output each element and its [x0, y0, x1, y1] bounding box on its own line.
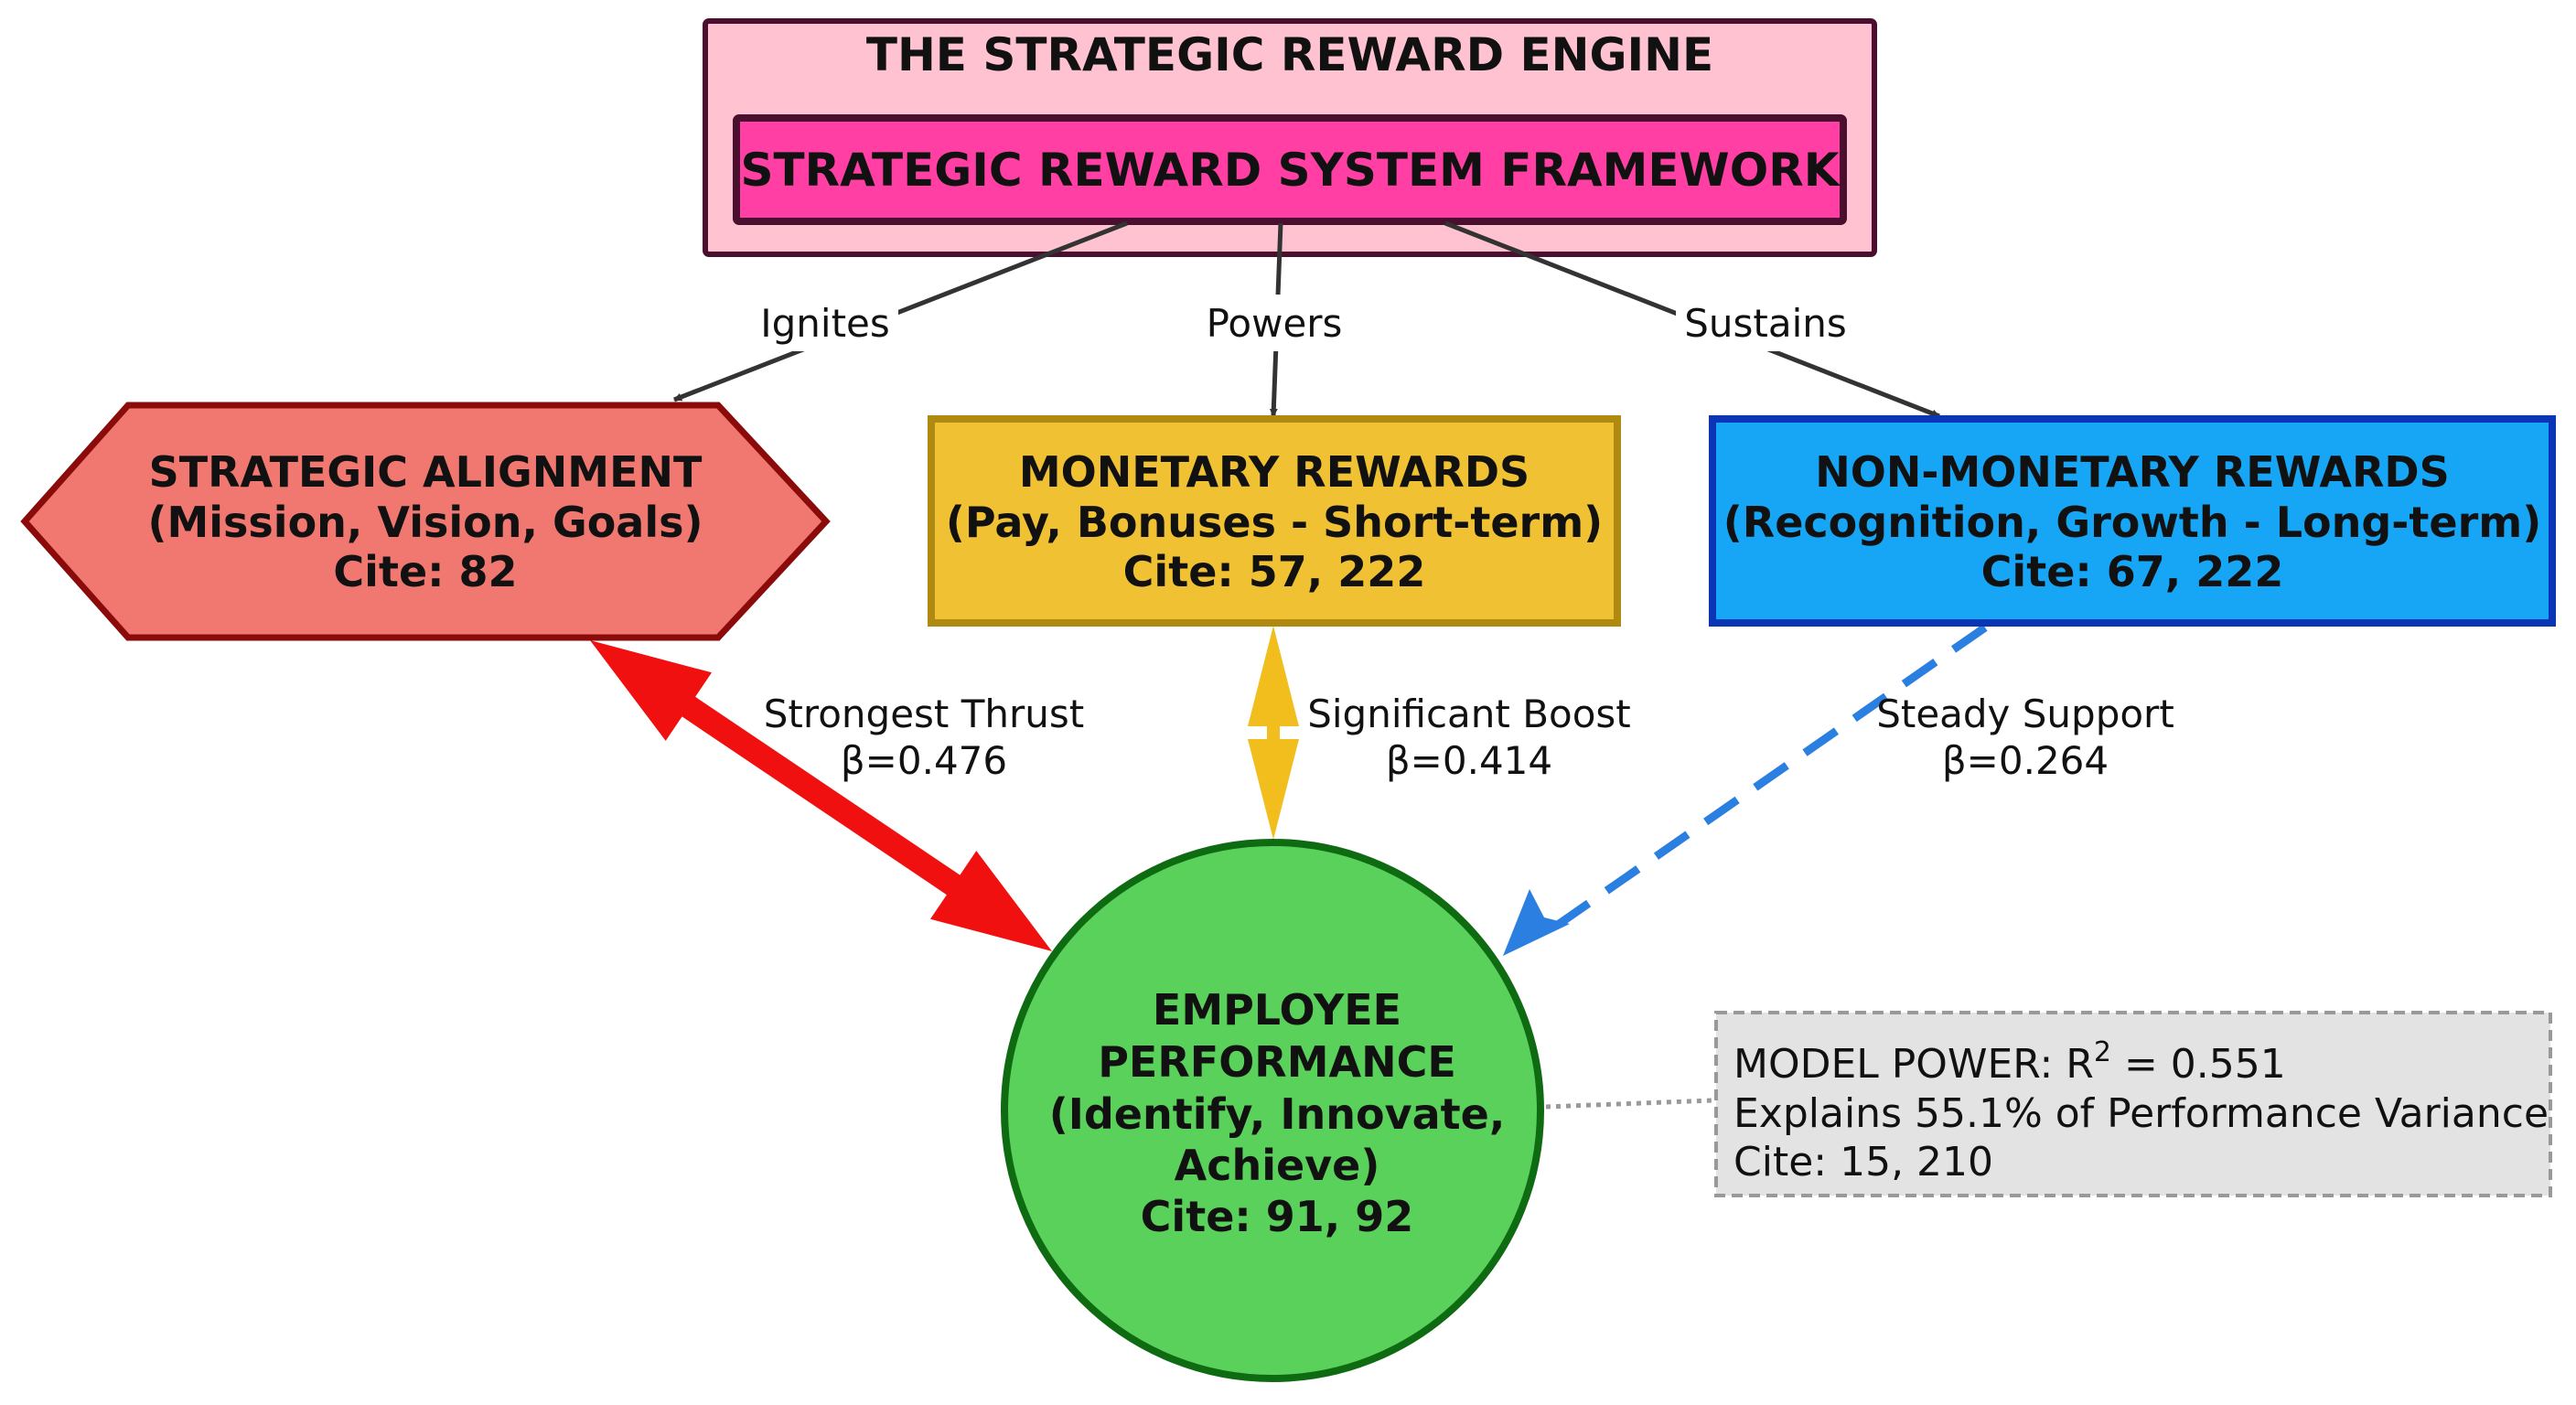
model-power-note: MODEL POWER: R2 = 0.551 Explains 55.1% o… [1714, 1011, 2552, 1197]
effect-arrow-monetary [1248, 626, 1299, 840]
monetary-rewards-cite: Cite: 57, 222 [1123, 547, 1426, 596]
strategic-alignment-cite: Cite: 82 [333, 547, 517, 596]
employee-performance-line3: (Identify, Innovate, [1049, 1089, 1506, 1139]
monetary-rewards-box [928, 415, 1621, 627]
edge-label-ignites: Ignites [760, 301, 890, 346]
top-edges: Ignites Powers Sustains [673, 220, 1940, 419]
non-monetary-rewards-title: NON-MONETARY REWARDS [1815, 447, 2449, 497]
strategic-alignment-title: STRATEGIC ALIGNMENT [149, 447, 703, 497]
effect-beta-monetary: β=0.414 [1386, 738, 1552, 783]
node-employee-performance[interactable]: EMPLOYEE PERFORMANCE (Identify, Innovate… [1001, 839, 1544, 1382]
effect-arrow-strategic-alignment [590, 640, 1052, 951]
blue-dashed-line [1543, 624, 1988, 937]
employee-performance-line2: PERFORMANCE [1098, 1037, 1456, 1087]
effect-label-strongest-thrust: Strongest Thrust [764, 692, 1085, 736]
red-double-arrow [590, 640, 1052, 951]
node-monetary-rewards[interactable]: MONETARY REWARDS (Pay, Bonuses - Short-t… [928, 415, 1621, 627]
framework-box [733, 114, 1847, 225]
effect-beta-strategic-alignment: β=0.476 [841, 738, 1007, 783]
effect-arrow-non-monetary [1503, 624, 1988, 956]
edge-ignites-line [673, 220, 1128, 402]
employee-performance-cite: Cite: 91, 92 [1141, 1192, 1414, 1241]
model-power-r2: MODEL POWER: R2 = 0.551 [1733, 1036, 2286, 1088]
edge-label-powers: Powers [1207, 301, 1343, 346]
model-note-connector [1545, 1098, 1713, 1110]
non-monetary-rewards-subtitle: (Recognition, Growth - Long-term) [1723, 498, 2541, 547]
strategic-alignment-shape [20, 402, 831, 641]
yellow-double-arrow [1248, 626, 1299, 840]
edge-label-sustains: Sustains [1684, 301, 1847, 346]
model-power-box [1714, 1011, 2552, 1197]
employee-performance-line4: Achieve) [1175, 1141, 1380, 1190]
node-strategic-alignment[interactable]: STRATEGIC ALIGNMENT (Mission, Vision, Go… [20, 402, 831, 641]
blue-arrowhead [1503, 889, 1570, 956]
effect-label-significant-boost: Significant Boost [1307, 692, 1631, 736]
employee-performance-circle [1001, 839, 1544, 1382]
monetary-rewards-subtitle: (Pay, Bonuses - Short-term) [946, 498, 1603, 547]
title-block: THE STRATEGIC REWARD ENGINE STRATEGIC RE… [703, 18, 1877, 257]
monetary-rewards-title: MONETARY REWARDS [1019, 447, 1530, 497]
effect-beta-non-monetary: β=0.264 [1942, 738, 2109, 783]
model-power-explains: Explains 55.1% of Performance Variance [1733, 1090, 2549, 1137]
effect-label-steady-support: Steady Support [1876, 692, 2174, 736]
framework-label: STRATEGIC REWARD SYSTEM FRAMEWORK [741, 144, 1841, 197]
non-monetary-rewards-cite: Cite: 67, 222 [1981, 547, 2284, 596]
model-power-cite: Cite: 15, 210 [1733, 1139, 1993, 1185]
employee-performance-line1: EMPLOYEE [1153, 985, 1401, 1035]
strategic-alignment-subtitle: (Mission, Vision, Goals) [147, 498, 703, 547]
effect-arrows [590, 624, 1988, 956]
non-monetary-rewards-box [1709, 415, 2556, 627]
diagram-title: THE STRATEGIC REWARD ENGINE [866, 28, 1713, 81]
node-non-monetary-rewards[interactable]: NON-MONETARY REWARDS (Recognition, Growt… [1709, 415, 2556, 627]
effect-labels: Strongest Thrust β=0.476 Significant Boo… [764, 692, 2174, 783]
